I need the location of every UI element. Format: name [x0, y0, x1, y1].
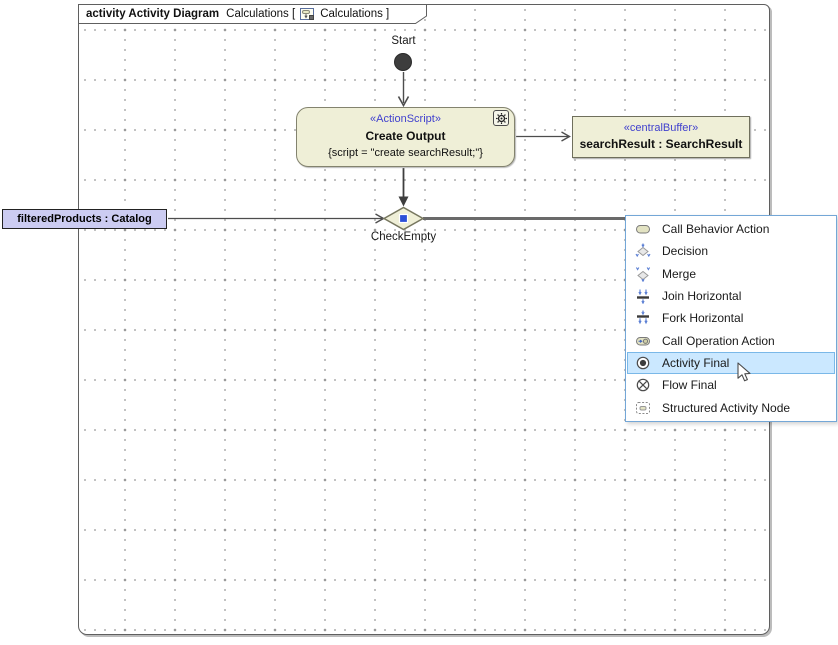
call-operation-action-icon — [635, 333, 651, 349]
menu-item-merge[interactable]: Merge — [626, 263, 836, 285]
menu-item-label: Fork Horizontal — [662, 311, 744, 326]
decision-node-label[interactable]: CheckEmpty — [370, 231, 437, 243]
start-node-label[interactable]: Start — [391, 35, 416, 47]
menu-item-activity-final[interactable]: Activity Final — [627, 351, 835, 375]
call-behavior-action-icon — [635, 221, 651, 237]
control-flow-start-to-create-output[interactable] — [397, 72, 410, 108]
action-node-create-output[interactable]: «ActionScript» Create Output {script = "… — [296, 107, 515, 167]
object-flow-filteredproducts-to-checkempty[interactable] — [168, 213, 385, 224]
new-node-popup-menu: Call Behavior Action Decision — [625, 215, 837, 422]
object-flow-name-label[interactable]: filteredProducts : Catalog — [2, 209, 167, 229]
drag-handle[interactable] — [398, 213, 409, 224]
decision-node-checkempty[interactable] — [382, 206, 425, 231]
mouse-cursor-icon — [737, 362, 751, 382]
decision-icon — [635, 243, 651, 259]
frame-header[interactable]: activity Activity Diagram Calculations [… — [86, 6, 389, 22]
menu-item-decision[interactable]: Decision — [626, 240, 836, 262]
action-stereotype: «ActionScript» — [370, 113, 441, 126]
menu-item-fork-horizontal[interactable]: Fork Horizontal — [626, 307, 836, 329]
menu-item-label: Merge — [662, 266, 697, 281]
fork-horizontal-icon — [635, 310, 651, 326]
frame-keyword: activity Activity Diagram — [86, 8, 220, 20]
menu-item-label: Decision — [662, 244, 709, 259]
menu-item-flow-final[interactable]: Flow Final — [626, 374, 836, 396]
menu-item-join-horizontal[interactable]: Join Horizontal — [626, 285, 836, 307]
menu-item-label: Call Operation Action — [662, 333, 775, 348]
activity-final-icon — [635, 355, 651, 371]
menu-item-label: Activity Final — [662, 356, 730, 371]
frame-diagram-ref: Calculations ] — [320, 8, 390, 20]
structured-activity-node-icon — [635, 400, 651, 416]
merge-icon — [635, 266, 651, 282]
menu-item-call-operation-action[interactable]: Call Operation Action — [626, 330, 836, 352]
flow-final-icon — [635, 377, 651, 393]
menu-item-label: Flow Final — [662, 378, 717, 393]
action-name: Create Output — [365, 129, 446, 144]
object-flow-create-output-to-searchresult[interactable] — [516, 131, 571, 142]
frame-diagram-name: Calculations [ — [226, 8, 296, 20]
menu-item-label: Join Horizontal — [662, 289, 742, 304]
join-horizontal-icon — [635, 288, 651, 305]
central-buffer-node[interactable]: «centralBuffer» searchResult : SearchRes… — [572, 116, 750, 158]
menu-item-call-behavior-action[interactable]: Call Behavior Action — [626, 218, 836, 240]
buffer-stereotype: «centralBuffer» — [623, 121, 699, 134]
menu-item-label: Structured Activity Node — [662, 400, 791, 415]
initial-node[interactable] — [394, 53, 412, 71]
activity-diagram-icon — [300, 7, 315, 21]
control-flow-create-output-to-checkempty[interactable] — [398, 168, 409, 207]
action-script-text: {script = "create searchResult;"} — [328, 146, 483, 159]
menu-item-label: Call Behavior Action — [662, 222, 770, 237]
frame-header-tab[interactable] — [78, 4, 428, 25]
buffer-name: searchResult : SearchResult — [579, 137, 743, 152]
menu-item-structured-activity-node[interactable]: Structured Activity Node — [626, 397, 836, 419]
gear-icon[interactable] — [493, 110, 509, 126]
